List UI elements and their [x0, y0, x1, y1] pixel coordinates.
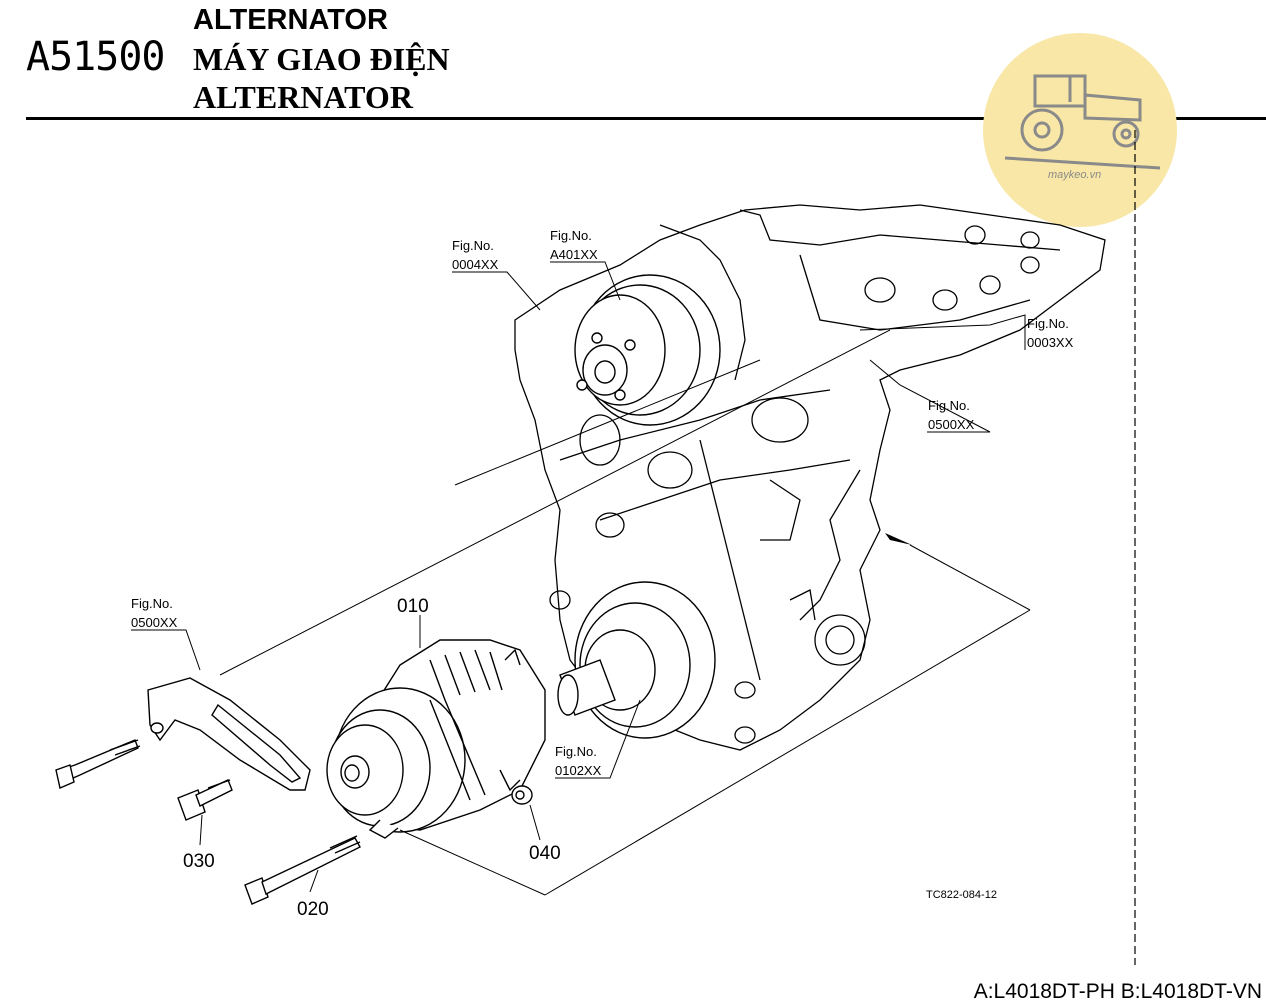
bolt-030	[177, 779, 233, 821]
bolt-020	[244, 835, 361, 905]
arrow-pointer	[885, 533, 912, 545]
applicable-models: A:L4018DT-PH B:L4018DT-VN	[973, 980, 1262, 1003]
crankshaft-pulley	[557, 581, 716, 739]
svg-text:0500XX: 0500XX	[928, 417, 975, 432]
bolt-long	[55, 739, 141, 789]
fig-ref-0004xx: Fig.No. 0004XX	[452, 238, 499, 272]
part-label-020: 020	[297, 899, 329, 920]
svg-text:Fig.No.: Fig.No.	[1027, 316, 1069, 331]
svg-text:Fig.No.: Fig.No.	[131, 596, 173, 611]
alternator-body	[326, 639, 546, 839]
fig-ref-a401xx: Fig.No. A401XX	[550, 228, 598, 262]
engine-block	[514, 204, 1106, 751]
fig-ref-0500xx-lower: Fig.No. 0500XX	[131, 596, 178, 630]
svg-text:Fig.No.: Fig.No.	[928, 398, 970, 413]
fig-ref-0003xx: Fig.No. 0003XX	[1027, 316, 1074, 350]
svg-text:Fig.No.: Fig.No.	[452, 238, 494, 253]
watermark-text: maykeo.vn	[1048, 169, 1101, 181]
alternator-bracket	[147, 677, 311, 791]
part-label-040: 040	[529, 843, 561, 864]
title-english: ALTERNATOR	[193, 4, 388, 36]
header-divider	[26, 117, 1266, 120]
leader-lines	[131, 261, 1026, 893]
part-label-010: 010	[397, 596, 429, 617]
svg-text:Fig.No.: Fig.No.	[550, 228, 592, 243]
svg-text:A401XX: A401XX	[550, 247, 598, 262]
tractor-icon	[1004, 74, 1161, 170]
title-vietnamese: MÁY GIAO ĐIỆN	[193, 41, 450, 77]
fig-ref-0102xx: Fig.No. 0102XX	[555, 744, 602, 778]
svg-text:0004XX: 0004XX	[452, 257, 499, 272]
drawing-code: TC822-084-12	[926, 889, 997, 901]
svg-text:Fig.No.: Fig.No.	[555, 744, 597, 759]
svg-text:0500XX: 0500XX	[131, 615, 178, 630]
watermark-logo: maykeo.vn	[983, 33, 1177, 227]
title-english-secondary: ALTERNATOR	[193, 79, 413, 115]
assembly-lines	[219, 329, 1031, 896]
part-group-code: A51500	[26, 34, 165, 80]
fig-ref-0500xx-upper: Fig.No. 0500XX	[928, 398, 975, 432]
part-label-030: 030	[183, 851, 215, 872]
water-pump-pulley	[574, 274, 721, 426]
nut-040	[511, 785, 533, 805]
svg-text:0102XX: 0102XX	[555, 763, 602, 778]
svg-text:0003XX: 0003XX	[1027, 335, 1074, 350]
